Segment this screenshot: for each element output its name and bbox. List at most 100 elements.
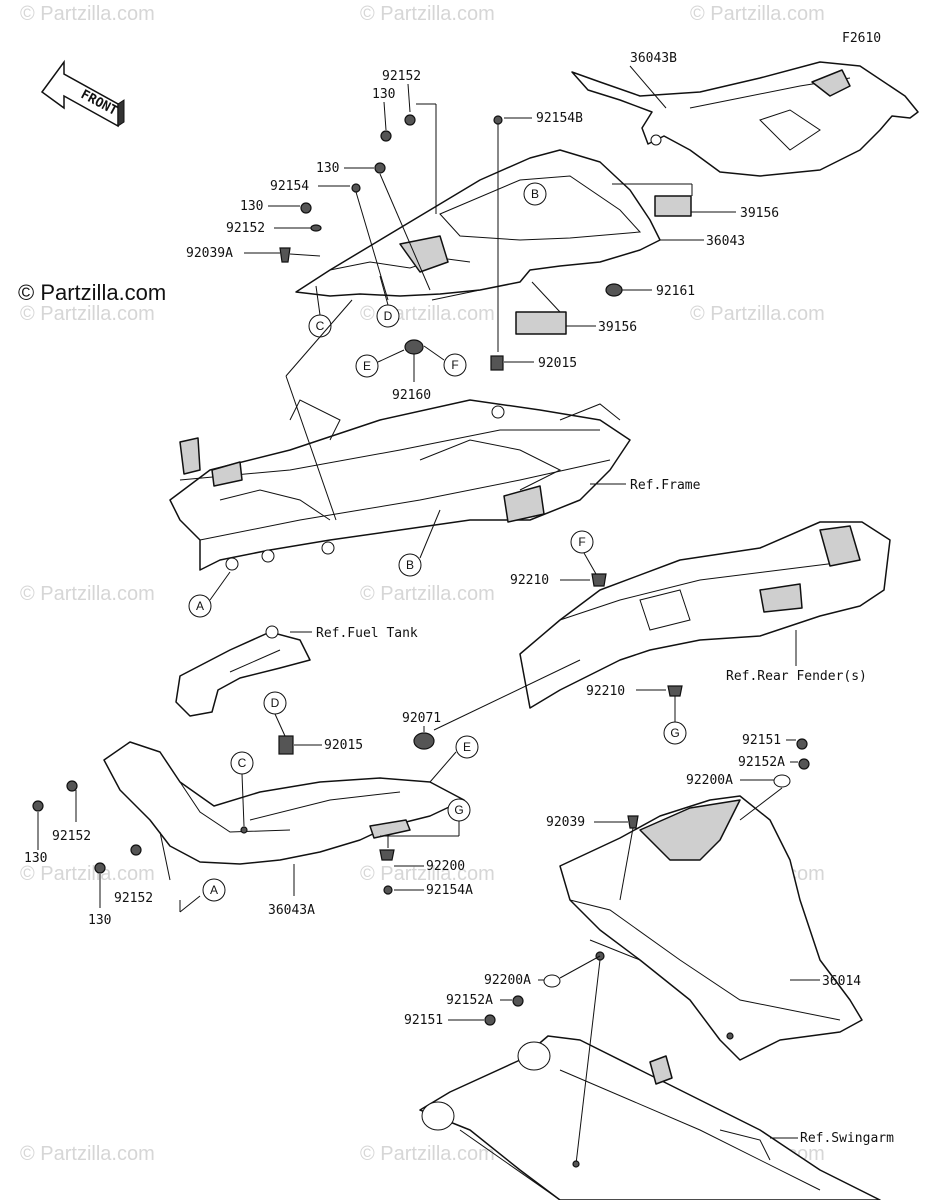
watermark: © Partzilla.com [20, 3, 155, 25]
leader [433, 659, 581, 731]
part-label-130-top: 130 [372, 87, 395, 102]
callout-text: B [406, 558, 414, 572]
leader [583, 552, 597, 575]
leader [159, 831, 171, 881]
leader [355, 191, 389, 301]
washer-92152-c [310, 224, 322, 232]
washer-92152-left [66, 780, 78, 792]
collar-92015 [278, 735, 294, 755]
callout-text: C [238, 756, 247, 770]
watermark: © Partzilla.com [360, 1143, 495, 1165]
part-label-92154: 92154 [270, 179, 309, 194]
part-label-92152-c: 92152 [226, 221, 265, 236]
part-label-92152-top: 92152 [382, 69, 421, 84]
part-label-39156-top: 39156 [740, 206, 779, 221]
leader [423, 345, 445, 361]
rivet-92039 [627, 815, 639, 829]
callout-E [355, 354, 379, 378]
bolt-92151-a [796, 738, 808, 750]
leader [531, 281, 561, 313]
watermark: © Partzilla.com [20, 1143, 155, 1165]
ref-frame: Ref.Frame [630, 478, 701, 493]
callout-text: G [454, 803, 463, 817]
copyright-text: © Partzilla.com [18, 280, 166, 305]
part-label-92154A: 92154A [426, 883, 473, 898]
watermark: © Partzilla.com [20, 583, 155, 605]
grommet-92161 [605, 283, 623, 297]
pad-39156-top [654, 195, 692, 217]
rear-fairing-36014 [559, 795, 863, 1061]
callout-text: A [210, 883, 218, 897]
leader [419, 509, 441, 559]
leader [289, 253, 321, 257]
part-label-92161: 92161 [656, 284, 695, 299]
washer-92152-left2 [130, 844, 142, 856]
watermark: © Partzilla.com [360, 863, 495, 885]
leader [377, 349, 405, 363]
callout-text: B [531, 187, 539, 201]
part-label-92039A: 92039A [186, 246, 233, 261]
part-label-36043A: 36043A [268, 903, 315, 918]
grommet-92160 [404, 339, 424, 355]
part-label-130-c: 130 [240, 199, 263, 214]
ref-swingarm: Ref.Swingarm [800, 1131, 894, 1146]
rivet-92200 [379, 849, 395, 861]
grommet-92071 [413, 732, 435, 750]
bolt-130-c [300, 202, 312, 214]
leader [209, 571, 231, 601]
rear-fender [519, 521, 891, 709]
seat-cowl-36043 [295, 149, 661, 297]
part-label-92160: 92160 [392, 388, 431, 403]
part-label-36043B: 36043B [630, 51, 677, 66]
ref-rear-fender: Ref.Rear Fender(s) [726, 669, 867, 684]
watermark: © Partzilla.com [20, 863, 155, 885]
part-label-92200: 92200 [426, 859, 465, 874]
leader [241, 773, 245, 827]
part-label-92200A-a: 92200A [686, 773, 733, 788]
leader [575, 959, 601, 1165]
leader [619, 827, 634, 901]
washer-92152 [404, 114, 416, 126]
bolt-130-left [32, 800, 44, 812]
leader [179, 895, 201, 913]
watermark: © Partzilla.com [360, 583, 495, 605]
callout-B [523, 182, 547, 206]
part-label-92152A-b: 92152A [446, 993, 493, 1008]
bolt-130-b [374, 162, 386, 174]
part-label-92151-b: 92151 [404, 1013, 443, 1028]
mount-point [572, 1160, 580, 1168]
screw-92154A [383, 885, 393, 895]
part-label-130-left2: 130 [88, 913, 111, 928]
callout-text: F [578, 535, 585, 549]
part-label-92015-b: 92015 [324, 738, 363, 753]
screw-92154 [351, 183, 361, 193]
callout-B [398, 553, 422, 577]
part-label-39156-bottom: 39156 [598, 320, 637, 335]
part-label-92152-left: 92152 [52, 829, 91, 844]
part-label-130-left: 130 [24, 851, 47, 866]
callout-E [455, 735, 479, 759]
leader [379, 275, 389, 306]
part-label-92015-top: 92015 [538, 356, 577, 371]
part-label-92154B: 92154B [536, 111, 583, 126]
part-label-92200A-b: 92200A [484, 973, 531, 988]
front-arrow-icon: FRONT [40, 59, 125, 128]
watermark: © Partzilla.com [690, 303, 825, 325]
bolt-92151-b [484, 1014, 496, 1026]
callout-G [663, 721, 687, 745]
leader [285, 375, 337, 521]
callout-text: D [384, 309, 393, 323]
rivet-92210-a [591, 573, 607, 587]
callout-text: F [451, 358, 458, 372]
pad-39156-bottom [515, 311, 567, 335]
callout-text: D [271, 696, 280, 710]
leader [407, 83, 411, 113]
screw-92154B [493, 115, 503, 125]
callout-F [570, 530, 594, 554]
washer-92200A-b [543, 974, 561, 988]
washer-92152A-b [512, 995, 524, 1007]
rivet-92210-b [667, 685, 683, 697]
part-label-36014: 36014 [822, 974, 861, 989]
part-label-36043: 36043 [706, 234, 745, 249]
